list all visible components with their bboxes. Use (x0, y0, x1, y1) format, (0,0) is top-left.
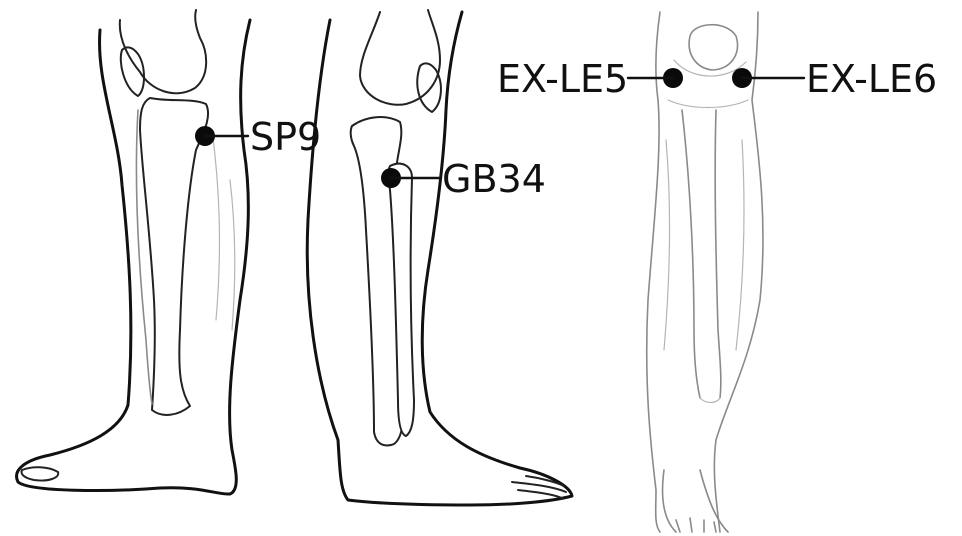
sp9-label: SP9 (250, 115, 321, 159)
leg-anterior-outline-right (714, 12, 763, 532)
leg-medial-femur (120, 10, 206, 93)
leg-anterior-tibia (682, 110, 721, 398)
leg-anterior-outline-left (647, 12, 660, 532)
leg-medial-toe (22, 467, 59, 480)
acupoint-exle6[interactable]: EX-LE6 (732, 57, 937, 101)
leg-lateral-patella (417, 63, 441, 112)
exle6-label: EX-LE6 (806, 57, 937, 101)
leg-anterior-muscle-lines (664, 140, 744, 403)
leg-medial-view (17, 10, 250, 494)
leg-medial-tibia (140, 98, 208, 415)
leg-lateral-femur (360, 10, 440, 105)
gb34-label: GB34 (442, 157, 546, 201)
exle5-label: EX-LE5 (497, 57, 628, 101)
leg-anterior-view (647, 12, 763, 532)
leg-medial-shading (212, 130, 235, 330)
acupoint-sp9[interactable]: SP9 (195, 115, 321, 159)
leg-lateral-toes (512, 476, 566, 498)
leg-anterior-patella (689, 25, 737, 70)
